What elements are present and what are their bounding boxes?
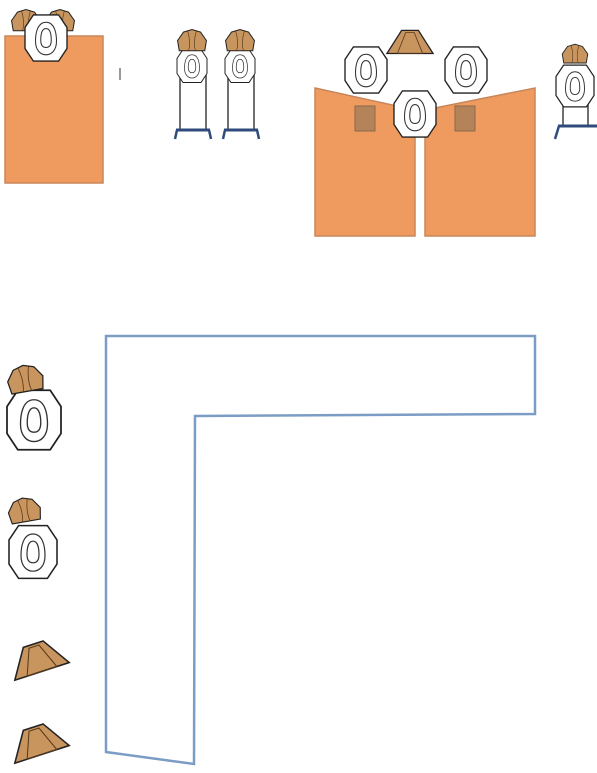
fault-line-l-shape <box>104 334 537 766</box>
popper-left-1 <box>5 634 70 681</box>
stand-target-2 <box>221 29 261 140</box>
small-marker <box>119 68 121 80</box>
port-box-right <box>454 105 476 132</box>
target-v-center <box>393 90 437 138</box>
port-box-left <box>354 105 376 132</box>
left-target-1 <box>4 361 62 451</box>
wall-v-left <box>314 87 416 237</box>
left-target-2 <box>5 494 58 580</box>
target-v-left <box>344 46 388 94</box>
popper-left-2 <box>5 717 70 764</box>
popper-top <box>386 29 434 55</box>
wall-v-right <box>424 87 536 237</box>
target-v-right <box>444 46 488 94</box>
stand-target-1 <box>173 29 213 140</box>
stand-target-right <box>553 43 597 140</box>
